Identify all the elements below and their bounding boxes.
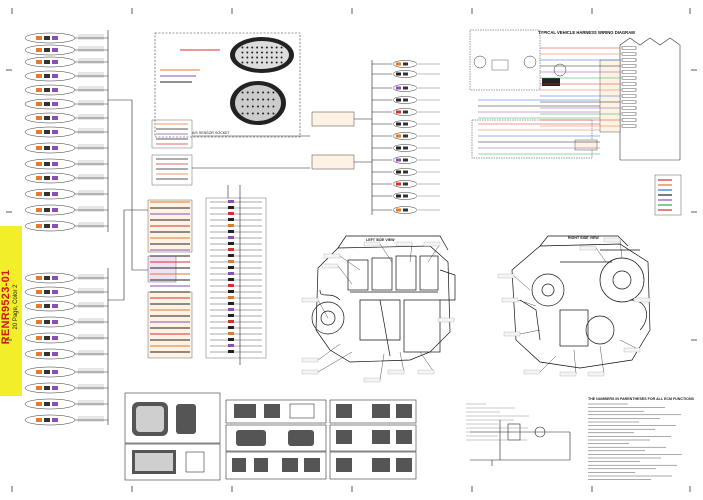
ground-schematic [470,420,571,466]
engine-left-view [311,235,456,363]
left-bus [107,30,150,425]
harness-rows [150,123,262,353]
splice-boxes [311,60,373,215]
ecm-label: A/S SENSOR SOCKET [192,131,230,135]
ecm-connector-top [230,37,294,73]
vehicle-wiring-diagram [469,29,682,216]
connector-tables [124,392,417,481]
engine-right-view [511,235,651,369]
left-side-view-label: LEFT SIDE VIEW [366,238,395,242]
crop-marks [6,8,697,492]
sensor-ellipses-bottom [24,272,108,426]
right-side-view-label: RIGHT SIDE VIEW [568,236,599,240]
notes-lines [466,403,682,480]
left-view-callouts [301,241,455,383]
right-view-callouts [497,237,651,377]
ecm-stubs [160,49,220,83]
wiring-lines [478,46,672,211]
wiring-diagram-title: TYPICAL VEHICLE HARNESS WIRING DIAGRAM [538,30,635,35]
notes-title: THE NUMBERS IN PARENTHESES FOR ALL ECM F… [588,397,694,401]
sensor-fan-out [372,60,440,214]
ecm-box [154,32,301,138]
center-trunks [192,135,310,365]
sensor-ellipses-top [24,32,108,232]
document-tab: RENR9523-01 20 Page, Color 2 [0,226,22,396]
ecm-connector-bottom [230,81,286,125]
